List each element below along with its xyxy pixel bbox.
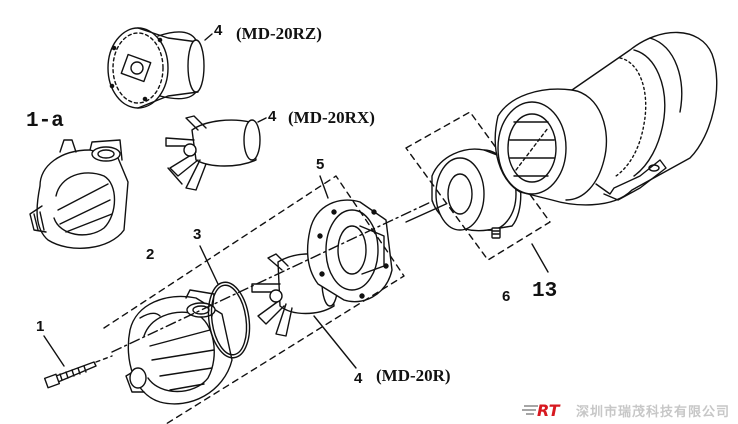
magnet-cup-6-drawing [431,148,522,239]
part-number-4-rx: 4 [268,108,277,125]
model-label-md20rx: (MD-20RX) [288,108,375,127]
motor-13-drawing [494,31,718,206]
part-label-6: 6 [502,288,511,305]
model-label-md20rz: (MD-20RZ) [236,24,322,43]
model-label-md20r: (MD-20R) [376,366,451,385]
part-number-4-rz: 4 [214,22,223,39]
part-label-2: 2 [146,246,155,263]
pump-head-1a-drawing [29,139,129,249]
company-watermark: RT 深圳市瑞茂科技有限公司 [522,400,730,420]
part-label-1a: 1-a [26,110,64,133]
rt-logo-icon: RT [522,401,561,420]
part-label-1: 1 [36,318,45,335]
company-name: 深圳市瑞茂科技有限公司 [576,404,731,420]
rear-casing-5-drawing [306,199,393,303]
impeller-md20r-drawing [251,253,339,337]
part-label-5: 5 [316,156,325,173]
part-label-3: 3 [193,226,202,243]
front-casing-2-drawing [125,289,233,405]
assembly-axis [111,191,453,353]
rt-logo-text: RT [537,401,561,420]
bolt-1-drawing [43,361,97,389]
part-number-4-r: 4 [354,370,363,387]
dashed-group-box-r [103,175,405,424]
dashed-group-box-6 [405,111,551,261]
impeller-md20rx-drawing [165,115,261,191]
o-ring-3-drawing [207,281,251,359]
part-label-13: 13 [532,280,558,303]
impeller-md20rz-drawing [107,27,205,109]
